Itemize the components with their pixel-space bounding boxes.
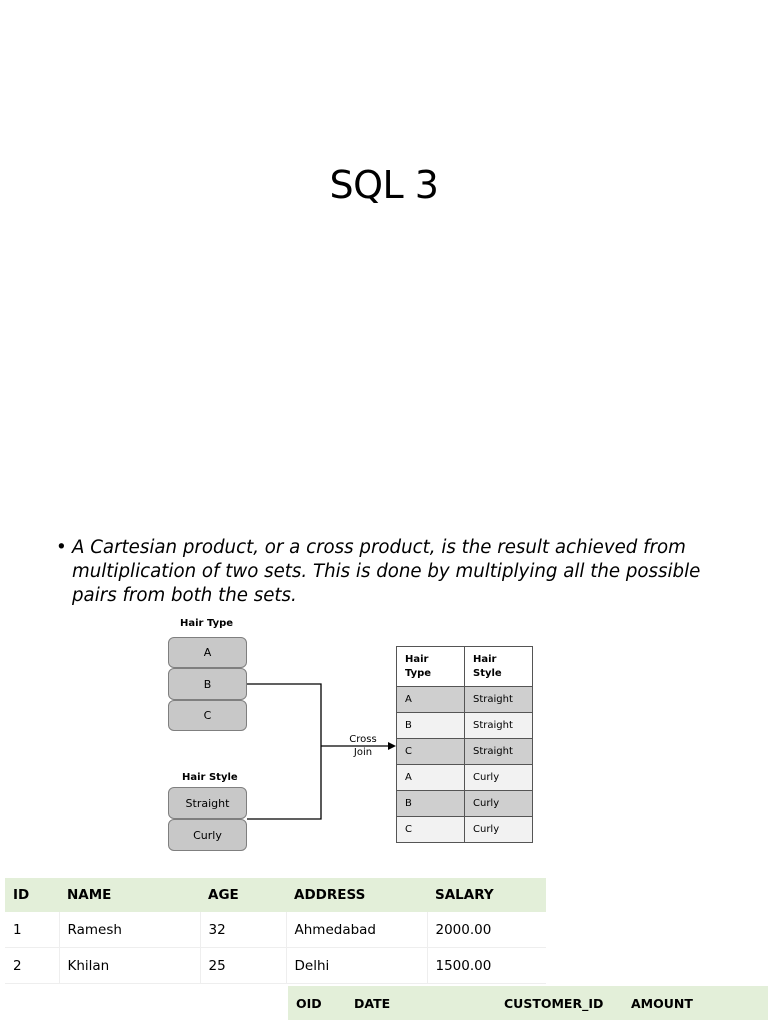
join-bracket-line — [247, 683, 322, 820]
result-header: Hair Type — [396, 646, 465, 687]
result-header: Hair Style — [464, 646, 533, 687]
result-row: B Straight — [396, 712, 533, 739]
result-cell: Curly — [464, 764, 533, 791]
customers-cell: 1500.00 — [427, 947, 546, 984]
result-cell: C — [396, 738, 465, 765]
arrowhead-icon — [388, 742, 396, 750]
customers-cell: 2 — [5, 947, 60, 984]
hair-type-box: B — [168, 668, 247, 700]
cross-join-label-line: Join — [353, 747, 373, 758]
result-row: C Straight — [396, 738, 533, 765]
hair-type-box: C — [168, 700, 247, 731]
customers-header: SALARY — [427, 878, 546, 912]
result-cell: Curly — [464, 790, 533, 817]
customers-cell: 32 — [200, 912, 287, 948]
bullet-dot-icon: • — [56, 537, 67, 558]
customers-cell: 2000.00 — [427, 912, 546, 948]
cross-join-result-table: Hair Type Hair Style A Straight B Straig… — [396, 646, 533, 843]
customers-header: NAME — [59, 878, 200, 912]
orders-header: CUSTOMER_ID — [496, 986, 623, 1020]
hair-type-title: Hair Type — [180, 618, 234, 629]
customers-cell: Ahmedabad — [286, 912, 428, 948]
result-cell: B — [396, 712, 465, 739]
cross-join-label: Cross Join — [340, 733, 386, 759]
bullet-text: A Cartesian product, or a cross product,… — [72, 537, 701, 606]
orders-header: DATE — [346, 986, 496, 1020]
hair-style-title: Hair Style — [182, 772, 238, 783]
result-cell: Straight — [464, 738, 533, 765]
cross-join-label-line: Cross — [349, 734, 377, 745]
result-cell: B — [396, 790, 465, 817]
hair-style-box: Straight — [168, 787, 247, 819]
result-row: C Curly — [396, 816, 533, 843]
result-cell: Straight — [464, 686, 533, 713]
result-row: A Curly — [396, 764, 533, 791]
customers-cell: 1 — [5, 912, 60, 948]
result-cell: Curly — [464, 816, 533, 843]
table-row: 1 Ramesh 32 Ahmedabad 2000.00 — [5, 912, 546, 948]
customers-table: ID NAME AGE ADDRESS SALARY 1 Ramesh 32 A… — [5, 878, 546, 984]
hair-style-box: Curly — [168, 819, 247, 851]
customers-cell: Khilan — [59, 947, 201, 984]
customers-header: AGE — [200, 878, 286, 912]
result-row: B Curly — [396, 790, 533, 817]
result-cell: C — [396, 816, 465, 843]
customers-header: ID — [5, 878, 59, 912]
customers-header: ADDRESS — [286, 878, 427, 912]
customers-cell: Ramesh — [59, 912, 201, 948]
orders-table: OID DATE CUSTOMER_ID AMOUNT — [288, 986, 768, 1020]
hair-type-box: A — [168, 637, 247, 668]
customers-cell: 25 — [200, 947, 287, 984]
orders-header: OID — [288, 986, 346, 1020]
result-cell: A — [396, 764, 465, 791]
orders-header: AMOUNT — [623, 986, 768, 1020]
result-cell: Straight — [464, 712, 533, 739]
table-row: 2 Khilan 25 Delhi 1500.00 — [5, 947, 546, 984]
customers-cell: Delhi — [286, 947, 428, 984]
result-row: A Straight — [396, 686, 533, 713]
slide-title: SQL 3 — [329, 163, 439, 207]
result-cell: A — [396, 686, 465, 713]
bullet-point: • A Cartesian product, or a cross produc… — [56, 536, 746, 608]
